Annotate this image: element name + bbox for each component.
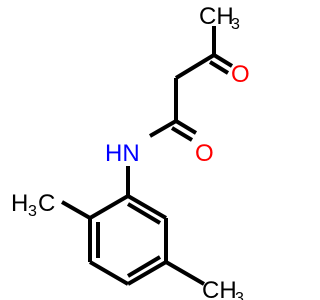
oxygen-ketone-label: O bbox=[231, 61, 250, 88]
bond-ring-6-inner bbox=[126, 202, 162, 225]
bond-amide-oxygen-1 bbox=[174, 119, 198, 135]
atom-labels: CH 3 O O HN H 3 C CH 3 bbox=[11, 3, 250, 300]
bond-ketone-ch2 bbox=[174, 53, 216, 80]
methyl-left-h-label: H bbox=[11, 190, 28, 217]
methyl-top-label: CH bbox=[199, 3, 234, 30]
bond-ketone-oxygen-2 bbox=[208, 60, 230, 75]
methyl-left-subscript: 3 bbox=[28, 203, 37, 220]
oxygen-amide-label: O bbox=[195, 140, 214, 167]
bond-bottom-methyl bbox=[164, 260, 206, 286]
molecule-structure: CH 3 O O HN H 3 C CH 3 bbox=[11, 3, 250, 300]
bond-amide-oxygen-2 bbox=[170, 126, 194, 142]
methyl-left-c-label: C bbox=[38, 190, 55, 217]
bond-ring-3 bbox=[88, 260, 130, 286]
methyl-bottom-label: CH bbox=[202, 277, 237, 300]
molecule-canvas: CH 3 O O HN H 3 C CH 3 bbox=[11, 3, 250, 300]
bonds bbox=[61, 26, 234, 286]
bond-ring-4-inner bbox=[126, 255, 162, 278]
bond-ring-6 bbox=[126, 194, 168, 220]
bond-left-methyl bbox=[61, 200, 91, 220]
bond-ring-4 bbox=[126, 260, 168, 286]
methyl-bottom-subscript: 3 bbox=[235, 290, 244, 300]
methyl-top-subscript: 3 bbox=[231, 16, 240, 33]
nh-label: HN bbox=[105, 140, 140, 167]
bond-amide-nitrogen bbox=[149, 119, 177, 138]
bond-ketone-oxygen-1 bbox=[212, 53, 234, 68]
bond-ring-1 bbox=[88, 194, 130, 220]
